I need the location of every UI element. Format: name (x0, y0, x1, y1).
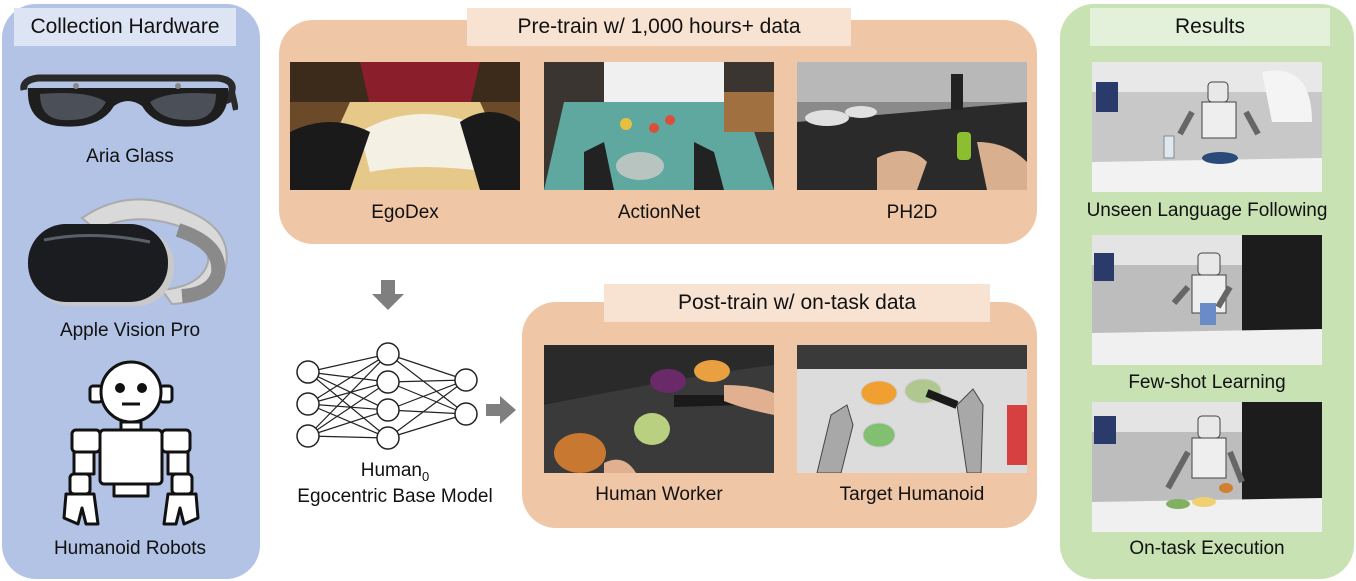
model-subscript: 0 (422, 468, 430, 484)
apple-vision-pro-label: Apple Vision Pro (59, 320, 201, 341)
network-node (376, 426, 400, 450)
network-edge (307, 371, 389, 383)
network-edge (307, 435, 389, 439)
collection-hardware-title: Collection Hardware (14, 8, 236, 46)
on-task-execution-label: On-task Execution (1129, 538, 1285, 559)
network-edge (387, 379, 467, 383)
actionnet-image (544, 62, 774, 190)
neural-network-icon (290, 340, 490, 452)
vr-headset-icon (22, 190, 238, 318)
network-edge (387, 409, 467, 415)
egodex-image (290, 62, 520, 190)
network-edge (307, 353, 389, 437)
network-node (296, 424, 320, 448)
unseen-language-following-image (1092, 62, 1322, 192)
network-edge (387, 413, 467, 439)
network-node (454, 368, 478, 392)
network-edge (307, 353, 389, 405)
ph2d-image (797, 62, 1027, 190)
network-node (376, 398, 400, 422)
network-edge (307, 409, 389, 437)
network-edge (387, 379, 467, 411)
model-name: Human0 (290, 460, 500, 488)
network-edge (307, 371, 389, 439)
network-edge (307, 371, 389, 411)
down-arrow-icon (372, 280, 404, 310)
humanoid-robots-label: Humanoid Robots (53, 538, 207, 559)
actionnet-label: ActionNet (617, 202, 701, 223)
model-name-text: Human (360, 460, 422, 481)
target-humanoid-label: Target Humanoid (839, 484, 985, 505)
pretrain-title: Pre-train w/ 1,000 hours+ data (467, 8, 851, 46)
network-edge (307, 403, 389, 411)
human-worker-label: Human Worker (595, 484, 723, 505)
few-shot-learning-label: Few-shot Learning (1128, 372, 1286, 393)
network-edge (387, 381, 467, 415)
human-worker-image (544, 345, 774, 473)
results-title: Results (1090, 8, 1330, 46)
unseen-language-following-label: Unseen Language Following (1086, 200, 1328, 221)
network-edge (307, 353, 389, 373)
target-humanoid-image (797, 345, 1027, 473)
ph2d-label: PH2D (886, 202, 938, 223)
model-subtitle: Egocentric Base Model (297, 486, 493, 507)
network-edge (387, 353, 467, 415)
network-node (296, 392, 320, 416)
network-edge (307, 381, 389, 437)
egodex-label: EgoDex (371, 202, 439, 223)
network-node (376, 370, 400, 394)
aria-glass-label: Aria Glass (86, 146, 174, 167)
network-node (454, 402, 478, 426)
network-node (296, 360, 320, 384)
humanoid-robot-icon (56, 358, 206, 530)
network-edge (387, 379, 467, 439)
posttrain-title: Post-train w/ on-task data (604, 284, 990, 322)
network-node (376, 342, 400, 366)
network-edge (307, 403, 389, 439)
network-edge (387, 353, 467, 381)
few-shot-learning-image (1092, 235, 1322, 365)
aria-glasses-icon (18, 70, 239, 140)
network-edge (307, 381, 389, 405)
right-arrow-icon (486, 396, 516, 424)
on-task-execution-image (1092, 402, 1322, 532)
